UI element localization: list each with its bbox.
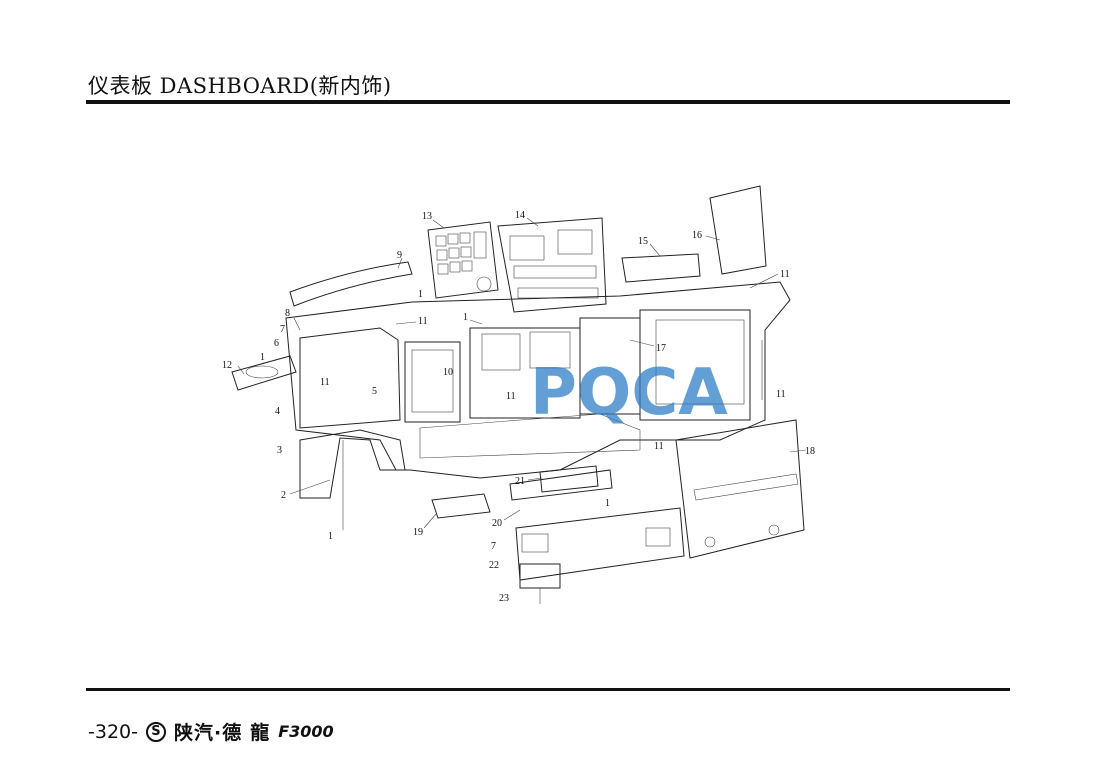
callout: 14	[515, 210, 525, 221]
callout: 11	[780, 269, 790, 280]
page-title: 仪表板 DASHBOARD(新内饰)	[88, 74, 392, 98]
callout: 8	[285, 308, 290, 319]
callout: 12	[222, 360, 232, 371]
part-9-top-trim	[289, 261, 413, 307]
part-13-switch-panel	[427, 221, 499, 299]
callout: 4	[275, 406, 280, 417]
callout: 1	[418, 289, 423, 300]
callout: 9	[397, 250, 402, 261]
callout: 17	[656, 343, 666, 354]
shaanxi-logo-icon: S	[145, 721, 166, 742]
footer-rule	[86, 688, 1010, 691]
callout: 3	[277, 445, 282, 456]
callout: 5	[372, 386, 377, 397]
callout: 16	[692, 230, 702, 241]
callout: 2	[281, 490, 286, 501]
callout: 1	[328, 531, 333, 542]
callout: 11	[320, 377, 330, 388]
brand-name: 陕汽·德	[173, 722, 243, 744]
callout-labels: 13 14 15 16 9 1 11 8 11 1 7 6 1 12 11 17…	[222, 210, 815, 604]
dashboard-body	[231, 281, 791, 499]
part-15-trim	[621, 253, 701, 283]
brand-script: 龍	[250, 722, 271, 744]
callout: 20	[492, 518, 502, 529]
callout: 11	[776, 389, 786, 400]
callout: 10	[443, 367, 453, 378]
callout: 11	[418, 316, 428, 327]
callout: 13	[422, 211, 432, 222]
callout: 21	[515, 476, 525, 487]
page-number: -320-	[88, 720, 138, 743]
callout: 1	[463, 312, 468, 323]
callout: 19	[413, 527, 423, 538]
callout: 18	[805, 446, 815, 457]
callout: 23	[499, 593, 509, 604]
callout: 11	[506, 391, 516, 402]
part-16-cover	[709, 185, 767, 275]
part-18-glovebox-door	[675, 419, 805, 559]
footer: -320- S 陕汽·德 龍 F3000	[88, 718, 334, 745]
part-19-trim	[431, 493, 491, 519]
watermark: PQCA	[530, 356, 728, 430]
leader-lines	[237, 217, 807, 604]
callout: 7	[491, 541, 496, 552]
model-name: F3000	[278, 722, 334, 741]
part-21-pocket	[539, 465, 599, 493]
callout: 7	[280, 324, 285, 335]
callout: 1	[605, 498, 610, 509]
callout: 22	[489, 560, 499, 571]
callout: 11	[654, 441, 664, 452]
callout: 15	[638, 236, 648, 247]
callout: 1	[260, 352, 265, 363]
header-rule	[86, 100, 1010, 104]
part-20-trim	[509, 469, 613, 501]
lower-center-panel	[515, 507, 685, 589]
callout: 6	[274, 338, 279, 349]
part-14-center-panel	[497, 217, 607, 313]
